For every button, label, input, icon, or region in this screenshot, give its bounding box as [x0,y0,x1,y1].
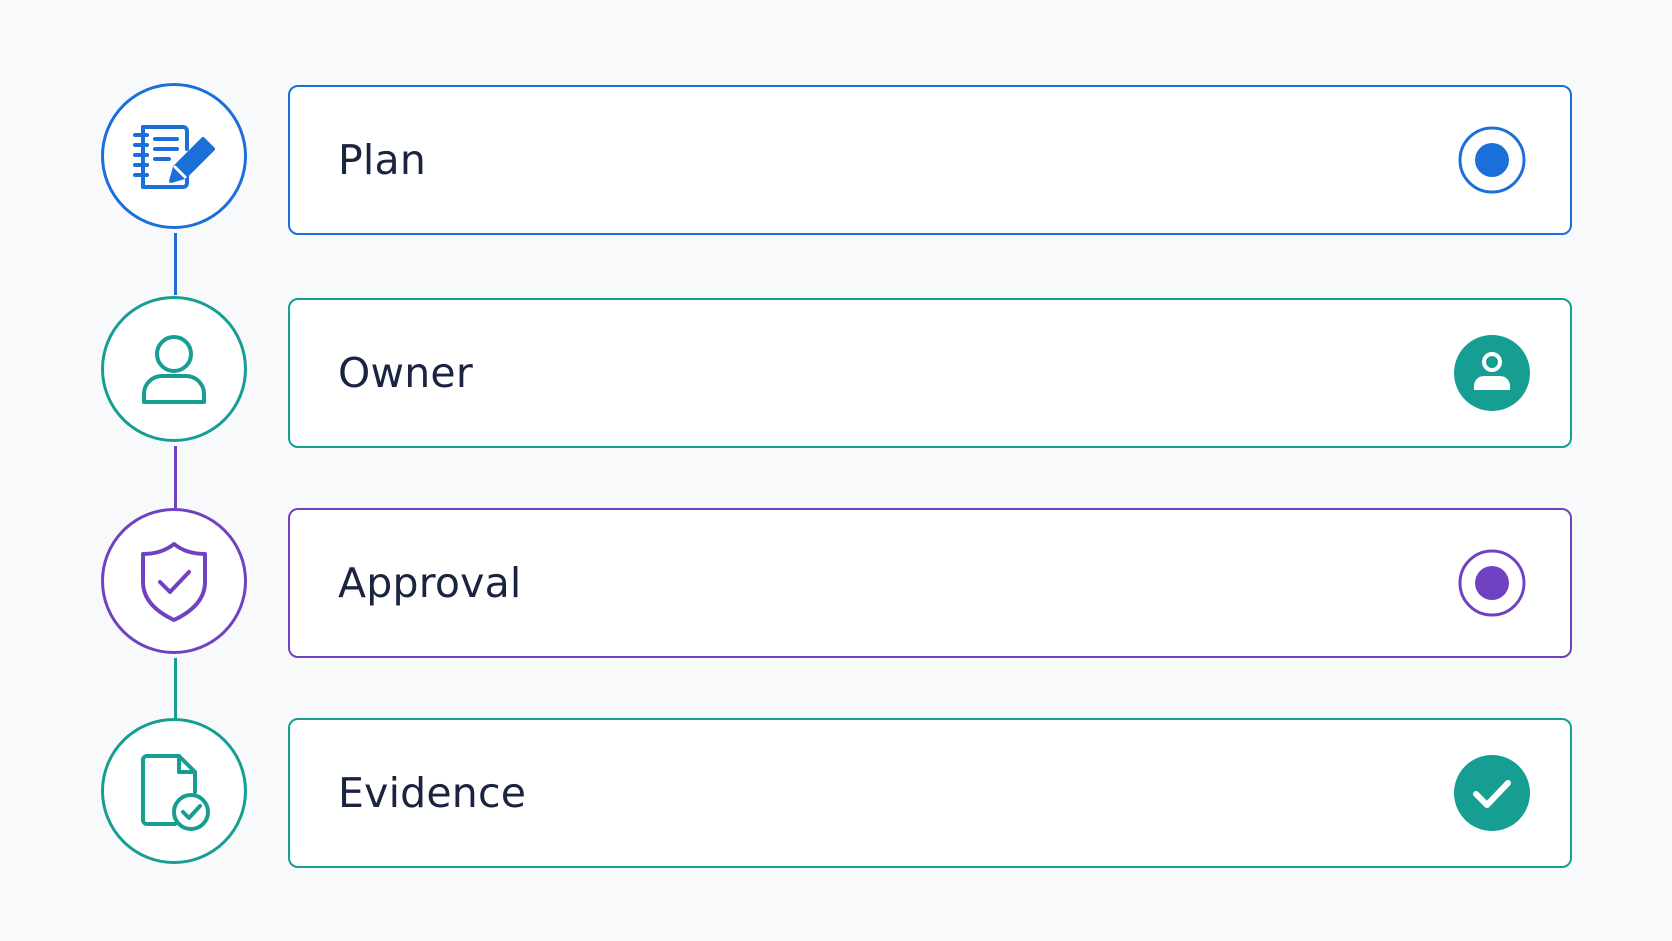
document-check-icon [141,754,210,831]
step-node-evidence [101,718,247,864]
radio-button[interactable] [1454,122,1530,198]
completed-status[interactable] [1454,755,1530,831]
step-node-plan [101,83,247,229]
check-circle-icon [1454,755,1530,831]
connector-line [174,446,177,508]
step-card-plan[interactable]: Plan [288,85,1572,235]
step-label: Approval [338,559,522,607]
step-label: Plan [338,136,427,184]
step-node-approval [101,508,247,654]
radio-selected-icon [1458,549,1526,617]
radio-selected-icon [1458,126,1526,194]
step-card-owner[interactable]: Owner [288,298,1572,448]
shield-check-icon [141,542,207,622]
step-node-owner [101,296,247,442]
step-card-evidence[interactable]: Evidence [288,718,1572,868]
owner-badge[interactable] [1454,335,1530,411]
step-label: Evidence [338,769,527,817]
connector-line [174,233,177,295]
connector-line [174,658,177,720]
user-icon [142,335,206,404]
notebook-pencil-icon [133,125,215,189]
user-badge-icon [1454,335,1530,411]
step-card-approval[interactable]: Approval [288,508,1572,658]
radio-button[interactable] [1454,545,1530,621]
step-label: Owner [338,349,473,397]
